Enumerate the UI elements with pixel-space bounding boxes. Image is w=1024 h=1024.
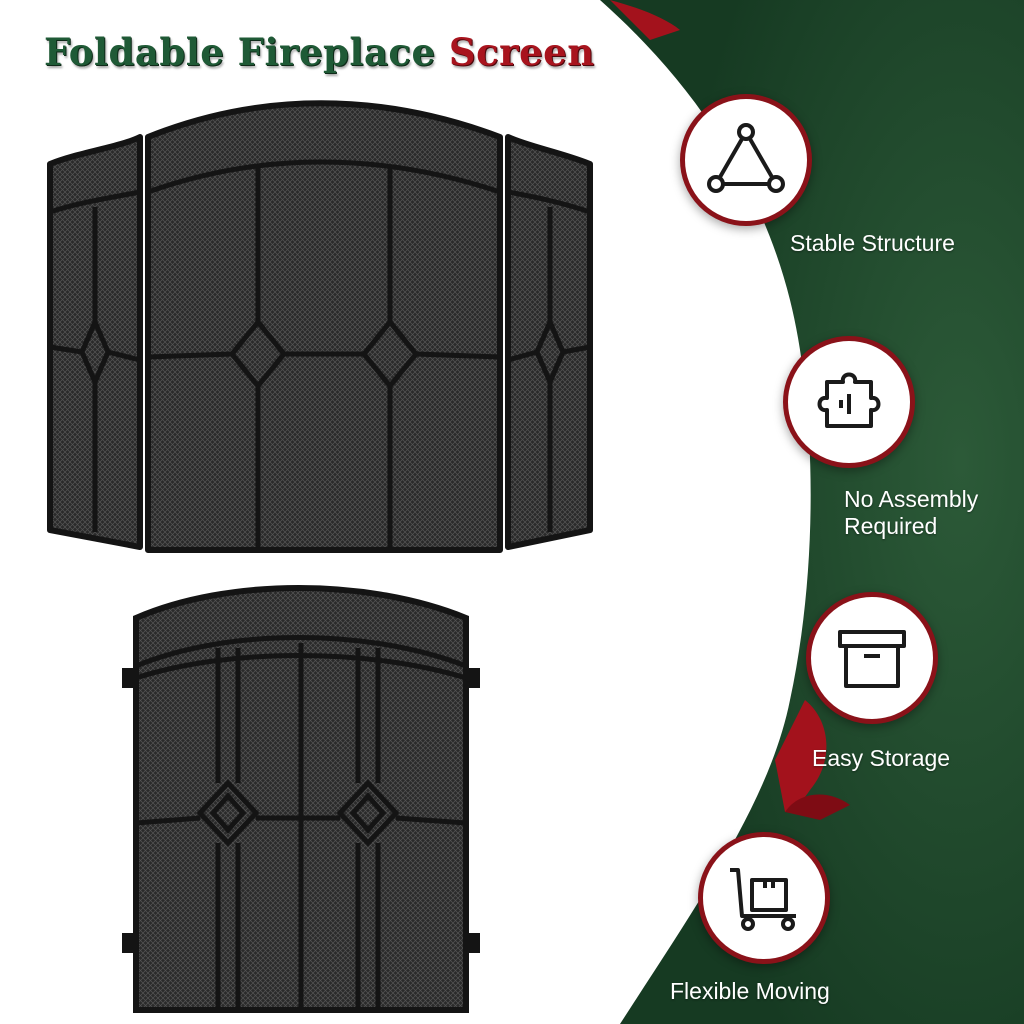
no-assembly-label-line1: No Assembly	[844, 486, 979, 512]
flexible-moving-badge	[698, 832, 830, 964]
no-assembly-badge	[783, 336, 915, 468]
no-assembly-label: No Assembly Required	[844, 486, 978, 540]
stable-structure-label: Stable Structure	[790, 230, 955, 256]
stable-structure-badge	[680, 94, 812, 226]
storage-box-icon	[838, 630, 906, 688]
easy-storage-label: Easy Storage	[812, 745, 951, 771]
red-ribbon-top	[610, 0, 680, 40]
puzzle-piece-icon	[817, 372, 881, 428]
red-ribbon-mid	[775, 700, 827, 812]
no-assembly-label-line2: Required	[844, 513, 938, 539]
fireplace-screen-folded-image	[122, 585, 480, 1013]
flexible-moving-label: Flexible Moving	[670, 978, 830, 1004]
easy-storage-badge	[806, 592, 938, 724]
page-title: Foldable Fireplace Screen	[44, 30, 595, 74]
triangle-structure-icon	[707, 123, 785, 193]
hand-truck-icon	[730, 868, 796, 931]
fireplace-screen-open-image	[47, 100, 593, 553]
